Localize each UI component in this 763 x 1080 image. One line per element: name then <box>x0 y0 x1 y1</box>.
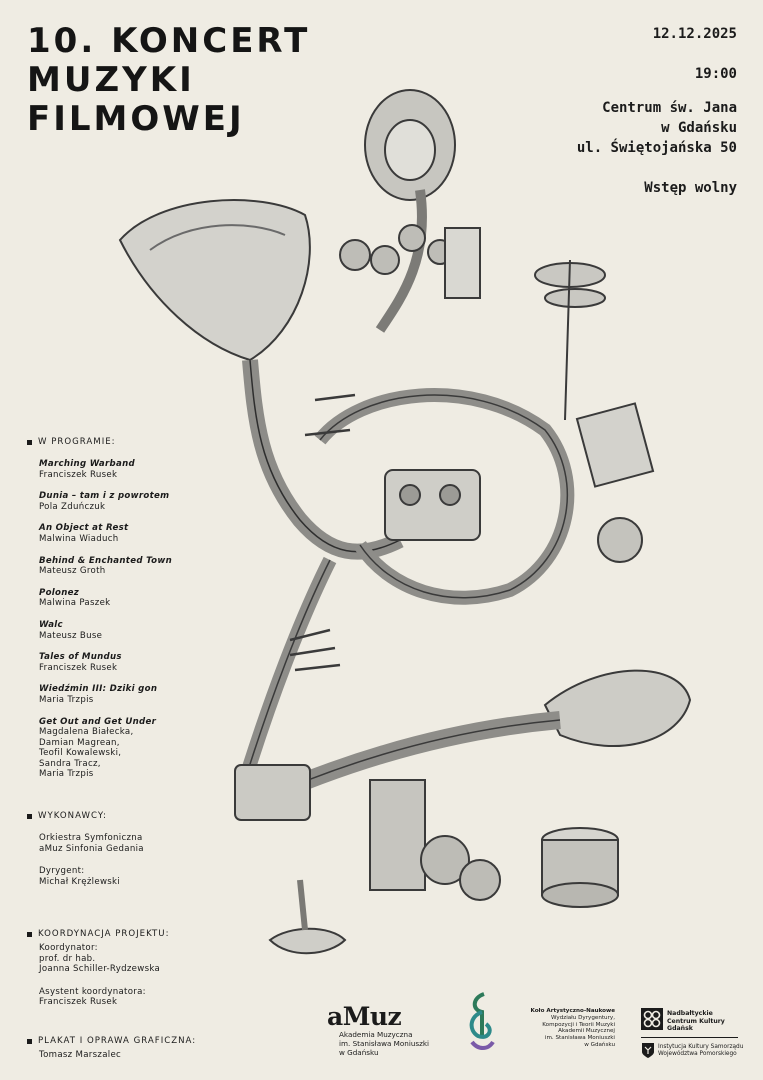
title-line: 10. KONCERT <box>27 21 311 61</box>
orchestra-name: Orkiestra Symfoniczna <box>39 833 143 843</box>
event-date: 12.12.2025 <box>652 26 737 42</box>
program-item: Get Out and Get Under Magdalena Białecka… <box>39 717 172 781</box>
piece-composer: Teofil Kowalewski, <box>39 748 122 759</box>
ncko-line: Centrum Kultury <box>667 1017 725 1025</box>
piece-composer: Damian Magrean, <box>39 737 120 748</box>
bullet-square-icon <box>27 931 32 937</box>
program-item: Polonez Malwina Paszek <box>39 588 172 609</box>
kolo-logo-text: Koło Artystyczno-Naukowe Wydziału Dyryge… <box>520 1008 615 1049</box>
ncko-line: Nadbałtyckie <box>667 1010 713 1017</box>
piece-composer: Mateusz Groth <box>39 566 106 577</box>
kolo-line: w Gdańsku <box>584 1041 615 1048</box>
orchestra-name: aMuz Sinfonia Gedania <box>39 843 144 854</box>
bullet-square-icon <box>27 439 32 445</box>
pomorskie-crest-icon <box>642 1043 654 1058</box>
logo-divider <box>641 1037 738 1038</box>
piece-title: Wiedźmin III: Dziki gon <box>39 684 158 695</box>
coordinator-name: Joanna Schiller-Rydzewska <box>39 964 161 975</box>
program-heading: W PROGRAMIE: <box>27 437 116 447</box>
coordination-block: Koordynator: prof. dr hab. Joanna Schill… <box>39 943 160 1008</box>
concert-title: 10. KONCERT MUZYKI FILMOWEJ <box>27 22 310 139</box>
amuz-line: Akademia Muzyczna <box>339 1030 413 1039</box>
ncko-logo-text: Nadbałtyckie Centrum Kultury Gdańsk <box>667 1010 725 1033</box>
bullet-square-icon <box>27 1038 32 1044</box>
kolo-line: Akademii Muzycznej <box>558 1028 615 1035</box>
ncko-line: Gdańsk <box>667 1025 693 1032</box>
piece-title: Tales of Mundus <box>39 652 122 663</box>
poster-block: Tomasz Marszalec <box>39 1050 121 1061</box>
amuz-logo: aMuz Akademia Muzyczna im. Stanisława Mo… <box>327 1002 430 1058</box>
title-line: FILMOWEJ <box>27 99 245 139</box>
program-item: Tales of Mundus Franciszek Rusek <box>39 652 172 673</box>
venue-line: w Gdańsku <box>661 120 737 136</box>
performers-block: Orkiestra Symfoniczna aMuz Sinfonia Geda… <box>39 833 144 887</box>
piece-composer: Franciszek Rusek <box>39 469 118 480</box>
pomorskie-line: Instytucja Kultury Samorządu <box>658 1044 744 1050</box>
title-line: MUZYKI <box>27 60 195 100</box>
program-item: Wiedźmin III: Dziki gon Maria Trzpis <box>39 684 172 705</box>
venue-line: Centrum św. Jana <box>602 100 737 116</box>
program-list: Marching Warband Franciszek Rusek Dunia … <box>39 459 172 791</box>
kolo-name: Koło Artystyczno-Naukowe <box>530 1008 615 1014</box>
piece-composer: Magdalena Białecka, <box>39 727 134 738</box>
coordinator-name: prof. dr hab. <box>39 953 96 964</box>
bullet-square-icon <box>27 813 32 819</box>
piece-title: Get Out and Get Under <box>39 716 157 727</box>
program-item: An Object at Rest Malwina Wiaduch <box>39 523 172 544</box>
coordinator-label: Koordynator: <box>39 943 98 953</box>
admission-note: Wstęp wolny <box>644 180 737 196</box>
piece-composer: Mateusz Buse <box>39 630 103 641</box>
pomorskie-line: Województwa Pomorskiego <box>658 1051 737 1057</box>
assistant-name: Franciszek Rusek <box>39 997 118 1008</box>
program-item: Behind & Enchanted Town Mateusz Groth <box>39 556 172 577</box>
kolo-line: Kompozycji i Teorii Muzyki <box>542 1021 615 1028</box>
event-time: 19:00 <box>694 66 737 82</box>
program-item: Walc Mateusz Buse <box>39 620 172 641</box>
piece-composer: Franciszek Rusek <box>39 662 118 673</box>
piece-composer: Malwina Paszek <box>39 598 111 609</box>
piece-composer: Sandra Tracz, <box>39 758 101 769</box>
program-item: Marching Warband Franciszek Rusek <box>39 459 172 480</box>
amuz-line: w Gdańsku <box>339 1048 379 1057</box>
performers-heading: WYKONAWCY: <box>27 811 107 821</box>
pomorskie-logo-text: Instytucja Kultury Samorządu Województwa… <box>658 1044 743 1058</box>
ncko-logo-icon <box>641 1008 663 1030</box>
poster-author: Tomasz Marszalec <box>39 1050 122 1060</box>
piece-composer: Maria Trzpis <box>39 694 94 705</box>
piece-title: Dunia – tam i z powrotem <box>39 491 170 502</box>
kolo-line: im. Stanisława Moniuszki <box>544 1035 615 1042</box>
kolo-line: Wydziału Dyrygentury, <box>550 1014 615 1021</box>
piece-title: Walc <box>39 619 63 630</box>
piece-title: Marching Warband <box>39 459 135 469</box>
program-item: Dunia – tam i z powrotem Pola Zduńczuk <box>39 491 172 512</box>
piece-composer: Maria Trzpis <box>39 769 94 780</box>
piece-title: Behind & Enchanted Town <box>39 555 173 566</box>
event-info: 12.12.2025 19:00 Centrum św. Jana w Gdań… <box>577 24 737 198</box>
music-logo-icon <box>469 992 495 1050</box>
piece-composer: Pola Zduńczuk <box>39 501 106 512</box>
coordination-heading: KOORDYNACJA PROJEKTU: <box>27 929 170 939</box>
venue-line: ul. Świętojańska 50 <box>576 140 737 156</box>
conductor-name: Michał Krężlewski <box>39 876 121 887</box>
poster-heading: PLAKAT I OPRAWA GRAFICZNA: <box>27 1036 196 1046</box>
conductor-label: Dyrygent: <box>39 866 85 877</box>
piece-composer: Malwina Wiaduch <box>39 533 119 544</box>
piece-title: Polonez <box>39 587 80 598</box>
amuz-line: im. Stanisława Moniuszki <box>339 1039 430 1048</box>
amuz-mark: aMuz <box>327 1002 402 1031</box>
piece-title: An Object at Rest <box>39 523 129 534</box>
assistant-label: Asystent koordynatora: <box>39 986 146 997</box>
